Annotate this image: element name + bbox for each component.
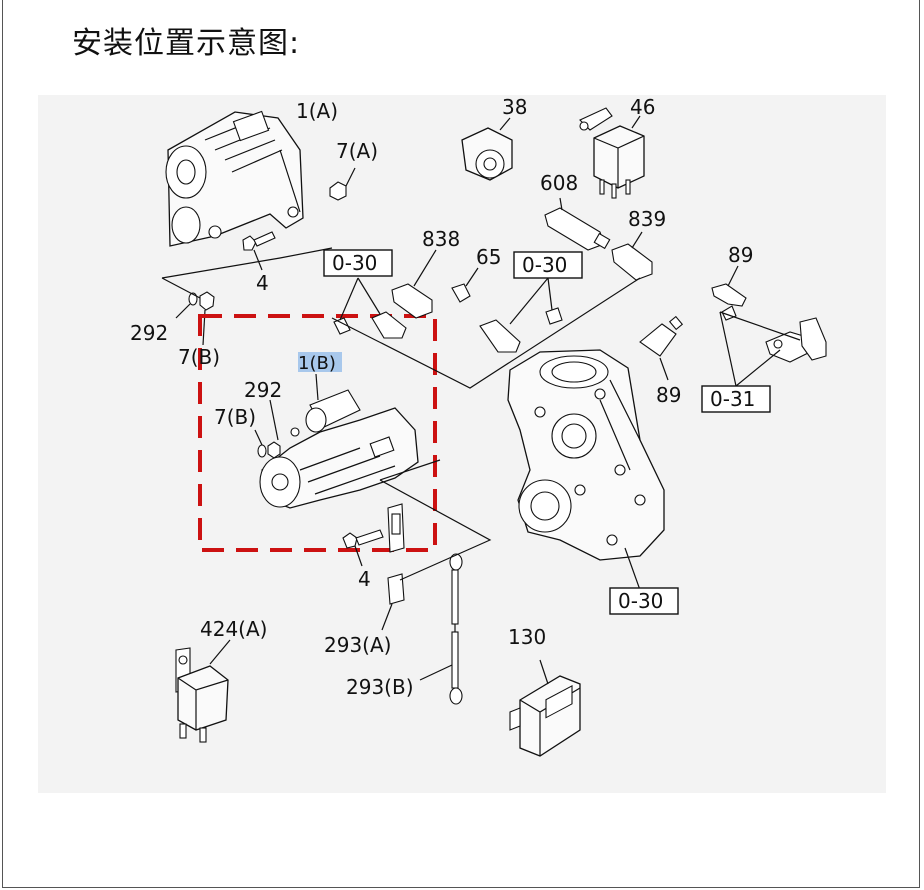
nut-7a (329, 167, 356, 201)
label-65: 65 (476, 245, 501, 269)
ref-box-030c (609, 587, 679, 615)
nut-7b-lower (254, 399, 281, 459)
ref-box-030b (513, 251, 583, 279)
page-title: 安装位置示意图: (72, 26, 301, 61)
label-89-right: 89 (728, 243, 753, 267)
sensor-89a (639, 315, 684, 381)
pump-housing (507, 349, 665, 591)
label-4b: 4 (358, 567, 371, 591)
sensor-608 (544, 197, 611, 251)
label-292b: 292 (244, 378, 282, 402)
relay-46 (579, 107, 645, 199)
bracket-293a (381, 503, 405, 631)
ref-030c-label: 0-30 (618, 589, 663, 613)
ref-box-030a (323, 249, 393, 277)
relay-424a (175, 639, 231, 743)
label-1b: 1(B) (298, 353, 336, 374)
part-38 (461, 117, 513, 181)
washer-292a (175, 291, 215, 346)
sensor-89b (711, 265, 747, 307)
bolt-4a (242, 231, 276, 271)
label-130: 130 (508, 625, 546, 649)
ref-031-label: 0-31 (710, 387, 755, 411)
bracket-031 (719, 305, 827, 387)
ref-box-031 (701, 385, 771, 413)
label-293b: 293(B) (346, 675, 414, 699)
label-838: 838 (422, 227, 460, 251)
label-7a: 7(A) (336, 139, 378, 163)
label-38: 38 (502, 95, 527, 119)
highlight-label-bg (298, 352, 342, 372)
label-46: 46 (630, 95, 655, 119)
plug-65 (451, 267, 479, 303)
controller-130 (509, 659, 581, 757)
label-608: 608 (540, 171, 578, 195)
label-4a: 4 (256, 271, 269, 295)
label-292a: 292 (130, 321, 168, 345)
ref-030b-label: 0-30 (522, 253, 567, 277)
fittings-030b (479, 277, 563, 353)
starter-motor-b (259, 389, 419, 509)
label-7b-upper: 7(B) (178, 345, 220, 369)
label-839: 839 (628, 207, 666, 231)
starter-motor-a (165, 110, 304, 247)
cable-293b (419, 553, 463, 705)
label-7b-lower: 7(B) (214, 405, 256, 429)
highlight-box (198, 314, 437, 552)
bolt-4b (342, 529, 384, 567)
fittings-030a (331, 277, 641, 389)
label-424a: 424(A) (200, 617, 267, 641)
label-293a: 293(A) (324, 633, 391, 657)
label-1a: 1(A) (296, 99, 338, 123)
sensor-839 (611, 231, 653, 281)
label-89-pump: 89 (656, 383, 681, 407)
sensor-838 (391, 249, 437, 319)
ref-030a-label: 0-30 (332, 251, 377, 275)
